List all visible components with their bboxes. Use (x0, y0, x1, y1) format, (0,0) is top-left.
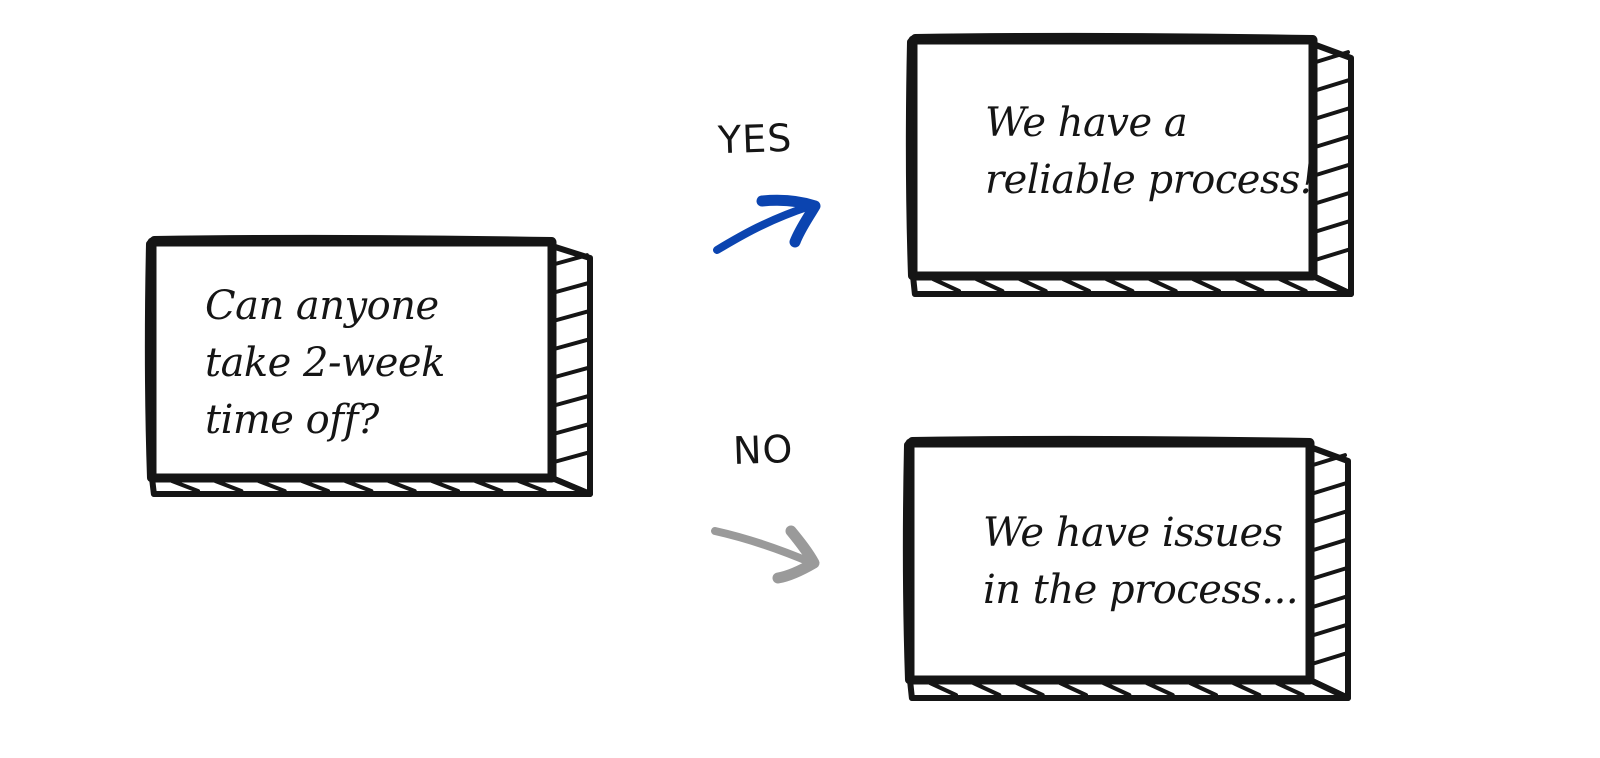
box-side-hatch (1311, 566, 1347, 581)
box-side-hatch (553, 366, 589, 379)
yes-outcome-line-2: reliable process! (985, 157, 1316, 203)
yes-label: YES (717, 115, 794, 163)
box-bottom-hatch (516, 479, 547, 493)
box-bottom-hatch (1188, 681, 1218, 697)
box-side-hatch (553, 450, 589, 464)
box-bottom-hatch (1014, 681, 1045, 697)
box-side-hatch (1311, 453, 1347, 467)
no-arrow-head (772, 525, 820, 584)
box-side-hatch (553, 422, 589, 436)
box-side-hatch (553, 309, 589, 323)
no-outcome-box (902, 435, 1351, 701)
question-box-text: Can anyone take 2-week time off? (205, 278, 445, 449)
box-bottom-hatch (170, 479, 200, 493)
box-bottom-hatch (1104, 277, 1135, 293)
box-bottom-hatch (1101, 681, 1132, 697)
box-side-hatch (1311, 509, 1347, 524)
box-side-hatch (1311, 651, 1347, 666)
yes-outcome-text: We have a reliable process! (985, 95, 1316, 209)
box-bottom-hatch (1231, 681, 1262, 697)
box-top-stroke (150, 234, 556, 245)
box-side-hatch (1311, 594, 1347, 609)
question-line-2: take 2-week (205, 340, 445, 386)
box-bottom-hatch (1058, 681, 1088, 697)
yes-outcome-line-1: We have a (985, 100, 1188, 146)
no-outcome-line-2: in the process... (983, 567, 1299, 613)
question-box (144, 234, 593, 497)
box-bottom-hatch (213, 479, 244, 493)
no-arrow-shaft (711, 527, 816, 567)
box-bottom-hatch (1277, 277, 1308, 293)
box-bottom-hatch (1017, 277, 1048, 293)
yes-outcome-box (905, 32, 1354, 297)
box-side-hatch (1311, 481, 1347, 496)
box-bottom-hatch (928, 681, 958, 697)
box-side-hatch (553, 281, 589, 295)
box-bottom-hatch (1274, 681, 1305, 697)
no-outcome-text: We have issues in the process... (983, 505, 1299, 619)
box-side-hatch (1314, 106, 1350, 121)
box-left-stroke (144, 240, 155, 482)
box-left-stroke (902, 441, 913, 684)
no-arrow (711, 525, 820, 584)
box-bottom-hatch (473, 479, 504, 493)
yes-arrow-head (756, 194, 821, 248)
box-top-stroke (911, 32, 1317, 43)
box-side-hatch (1314, 78, 1350, 93)
box-bottom-hatch (971, 681, 1002, 697)
box-bottom-hatch (931, 277, 961, 293)
box-bottom-hatch (343, 479, 374, 493)
box-bottom-hatch (974, 277, 1005, 293)
box-bottom-hatch (1234, 277, 1265, 293)
box-side-hatch (1311, 623, 1347, 638)
box-bottom-hatch (386, 479, 417, 493)
box-top-stroke (908, 435, 1314, 446)
yes-arrow-shaft (713, 202, 814, 254)
box-bottom-hatch (1144, 681, 1175, 697)
box-bottom-hatch (256, 479, 287, 493)
box-side-hatch (1314, 191, 1350, 206)
box-bottom-hatch (300, 479, 330, 493)
box-side-hatch (553, 253, 589, 266)
question-line-1: Can anyone (205, 283, 439, 329)
box-side-hatch (1311, 538, 1347, 553)
box-side-hatch (553, 337, 589, 351)
box-side-hatch (1314, 219, 1350, 234)
box-side-hatch (1314, 50, 1350, 64)
no-outcome-line-1: We have issues (983, 510, 1283, 556)
box-side-hatch (1314, 247, 1350, 262)
box-left-stroke (905, 38, 916, 280)
question-line-3: time off? (205, 397, 379, 443)
box-front-face (908, 35, 1318, 281)
box-bottom-hatch (1147, 277, 1178, 293)
box-side-hatch (553, 394, 589, 408)
box-side-hatch (1314, 163, 1350, 177)
no-label: NO (732, 426, 795, 474)
box-bottom-hatch (1061, 277, 1091, 293)
yes-arrow (713, 194, 821, 254)
box-bottom-hatch (1191, 277, 1221, 293)
box-bottom-hatch (430, 479, 460, 493)
box-side-hatch (1314, 134, 1350, 149)
